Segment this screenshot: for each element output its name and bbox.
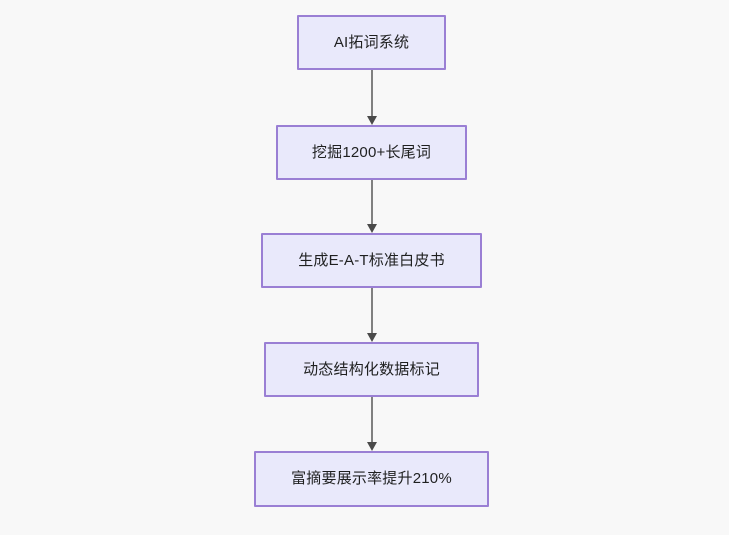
flow-node-n5[interactable]: 富摘要展示率提升210% bbox=[254, 451, 489, 507]
flow-node-n1[interactable]: AI拓词系统 bbox=[297, 15, 446, 70]
edge-line bbox=[371, 397, 373, 443]
flow-edge-n3-to-n4 bbox=[367, 288, 377, 342]
arrowhead-icon bbox=[367, 116, 377, 125]
flow-node-label: 挖掘1200+长尾词 bbox=[311, 143, 432, 161]
flow-node-n3[interactable]: 生成E-A-T标准白皮书 bbox=[261, 233, 482, 288]
flow-edge-n1-to-n2 bbox=[367, 70, 377, 125]
flow-node-label: 富摘要展示率提升210% bbox=[291, 470, 452, 487]
arrowhead-icon bbox=[367, 333, 377, 342]
flow-node-label: AI拓词系统 bbox=[333, 33, 410, 51]
edge-line bbox=[371, 288, 373, 334]
edge-line bbox=[371, 70, 373, 117]
edge-line bbox=[371, 180, 373, 225]
flow-node-n4[interactable]: 动态结构化数据标记 bbox=[264, 342, 479, 397]
flow-node-n2[interactable]: 挖掘1200+长尾词 bbox=[276, 125, 467, 180]
flow-node-label: 生成E-A-T标准白皮书 bbox=[298, 251, 445, 269]
flow-edge-n2-to-n3 bbox=[367, 180, 377, 233]
arrowhead-icon bbox=[367, 442, 377, 451]
arrowhead-icon bbox=[367, 224, 377, 233]
flow-node-label: 动态结构化数据标记 bbox=[303, 360, 440, 378]
flow-edge-n4-to-n5 bbox=[367, 397, 377, 451]
